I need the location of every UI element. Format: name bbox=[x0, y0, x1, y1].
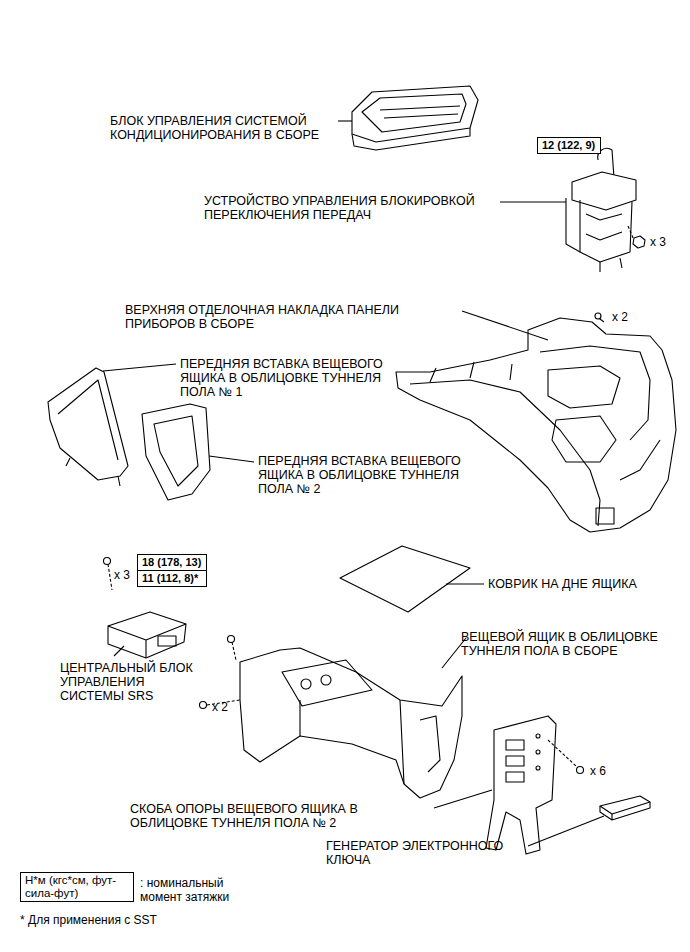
part-name: ВЕРХНЯЯ ОТДЕЛОЧНАЯ НАКЛАДКА ПАНЕЛИ ПРИБО… bbox=[125, 303, 460, 331]
nut-symbol bbox=[633, 236, 645, 248]
key-generator bbox=[600, 796, 650, 814]
upper-console-panel bbox=[396, 318, 676, 532]
screw-head bbox=[228, 636, 235, 643]
console-bracket bbox=[486, 716, 556, 854]
quantity-label: x 2 bbox=[612, 310, 642, 324]
part-name: ЦЕНТРАЛЬНЫЙ БЛОК УПРАВЛЕНИЯ СИСТЕМЫ SRS bbox=[60, 661, 200, 703]
screw-head bbox=[200, 702, 207, 709]
part-name: КОВРИК НА ДНЕ ЯЩИКА bbox=[488, 577, 668, 591]
bolt-head bbox=[104, 558, 111, 565]
part-name: ПЕРЕДНЯЯ ВСТАВКА ВЕЩЕВОГО ЯЩИКА В ОБЛИЦО… bbox=[258, 454, 486, 496]
leader-line bbox=[528, 816, 604, 846]
torque-spec-box: 18 (178, 13)11 (112, 8)* bbox=[137, 554, 207, 587]
part-name: ПЕРЕДНЯЯ ВСТАВКА ВЕЩЕВОГО ЯЩИКА В ОБЛИЦО… bbox=[180, 357, 408, 399]
leader-line bbox=[103, 364, 176, 371]
leader-line bbox=[462, 311, 548, 340]
legend-text: : номинальный момент затяжки bbox=[140, 876, 258, 904]
screw-axis bbox=[232, 642, 236, 660]
box-mat bbox=[340, 546, 470, 612]
legend-unit-text: Н*м (кгс*см, фут-сила-фут) bbox=[21, 873, 133, 901]
leader-line bbox=[338, 120, 352, 121]
screw-axis bbox=[108, 564, 112, 590]
quantity-label: x 3 bbox=[114, 568, 136, 582]
leader-line bbox=[434, 790, 492, 808]
torque-value: 11 (112, 8)* bbox=[138, 570, 206, 586]
torque-value: 12 (122, 9) bbox=[538, 138, 600, 153]
screw-head bbox=[577, 767, 584, 774]
front-insert-1 bbox=[48, 368, 128, 486]
torque-value: 18 (178, 13) bbox=[138, 555, 206, 570]
front-insert-2 bbox=[142, 404, 210, 500]
console-box bbox=[240, 648, 462, 798]
footnote: * Для применения с SST bbox=[20, 913, 240, 927]
part-name: БЛОК УПРАВЛЕНИЯ СИСТЕМОЙ КОНДИЦИОНИРОВАН… bbox=[110, 114, 345, 142]
leader-line bbox=[446, 583, 484, 584]
shift-lever-unit bbox=[566, 148, 636, 272]
screw-head bbox=[595, 313, 601, 319]
quantity-label: x 3 bbox=[650, 235, 680, 249]
leader-line bbox=[209, 456, 254, 462]
ac-control-panel bbox=[352, 86, 478, 150]
screw-axis bbox=[548, 740, 576, 766]
torque-legend-box: Н*м (кгс*см, фут-сила-фут) bbox=[20, 872, 134, 902]
part-name: ВЕЩЕВОЙ ЯЩИК В ОБЛИЦОВКЕ ТУННЕЛЯ ПОЛА В … bbox=[461, 630, 686, 658]
srs-ecu bbox=[108, 612, 186, 658]
part-name: СКОБА ОПОРЫ ВЕЩЕВОГО ЯЩИКА В ОБЛИЦОВКЕ Т… bbox=[130, 802, 430, 830]
part-name: ГЕНЕРАТОР ЭЛЕКТРОННОГО КЛЮЧА bbox=[326, 839, 536, 867]
leader-line bbox=[500, 201, 566, 202]
key-generator-side bbox=[600, 802, 650, 820]
quantity-label: x 2 bbox=[212, 700, 242, 714]
leader-line bbox=[114, 646, 124, 656]
torque-spec-box: 12 (122, 9) bbox=[537, 137, 601, 154]
part-name: УСТРОЙСТВО УПРАВЛЕНИЯ БЛОКИРОВКОЙ ПЕРЕКЛ… bbox=[204, 194, 504, 222]
quantity-label: x 6 bbox=[590, 764, 620, 778]
